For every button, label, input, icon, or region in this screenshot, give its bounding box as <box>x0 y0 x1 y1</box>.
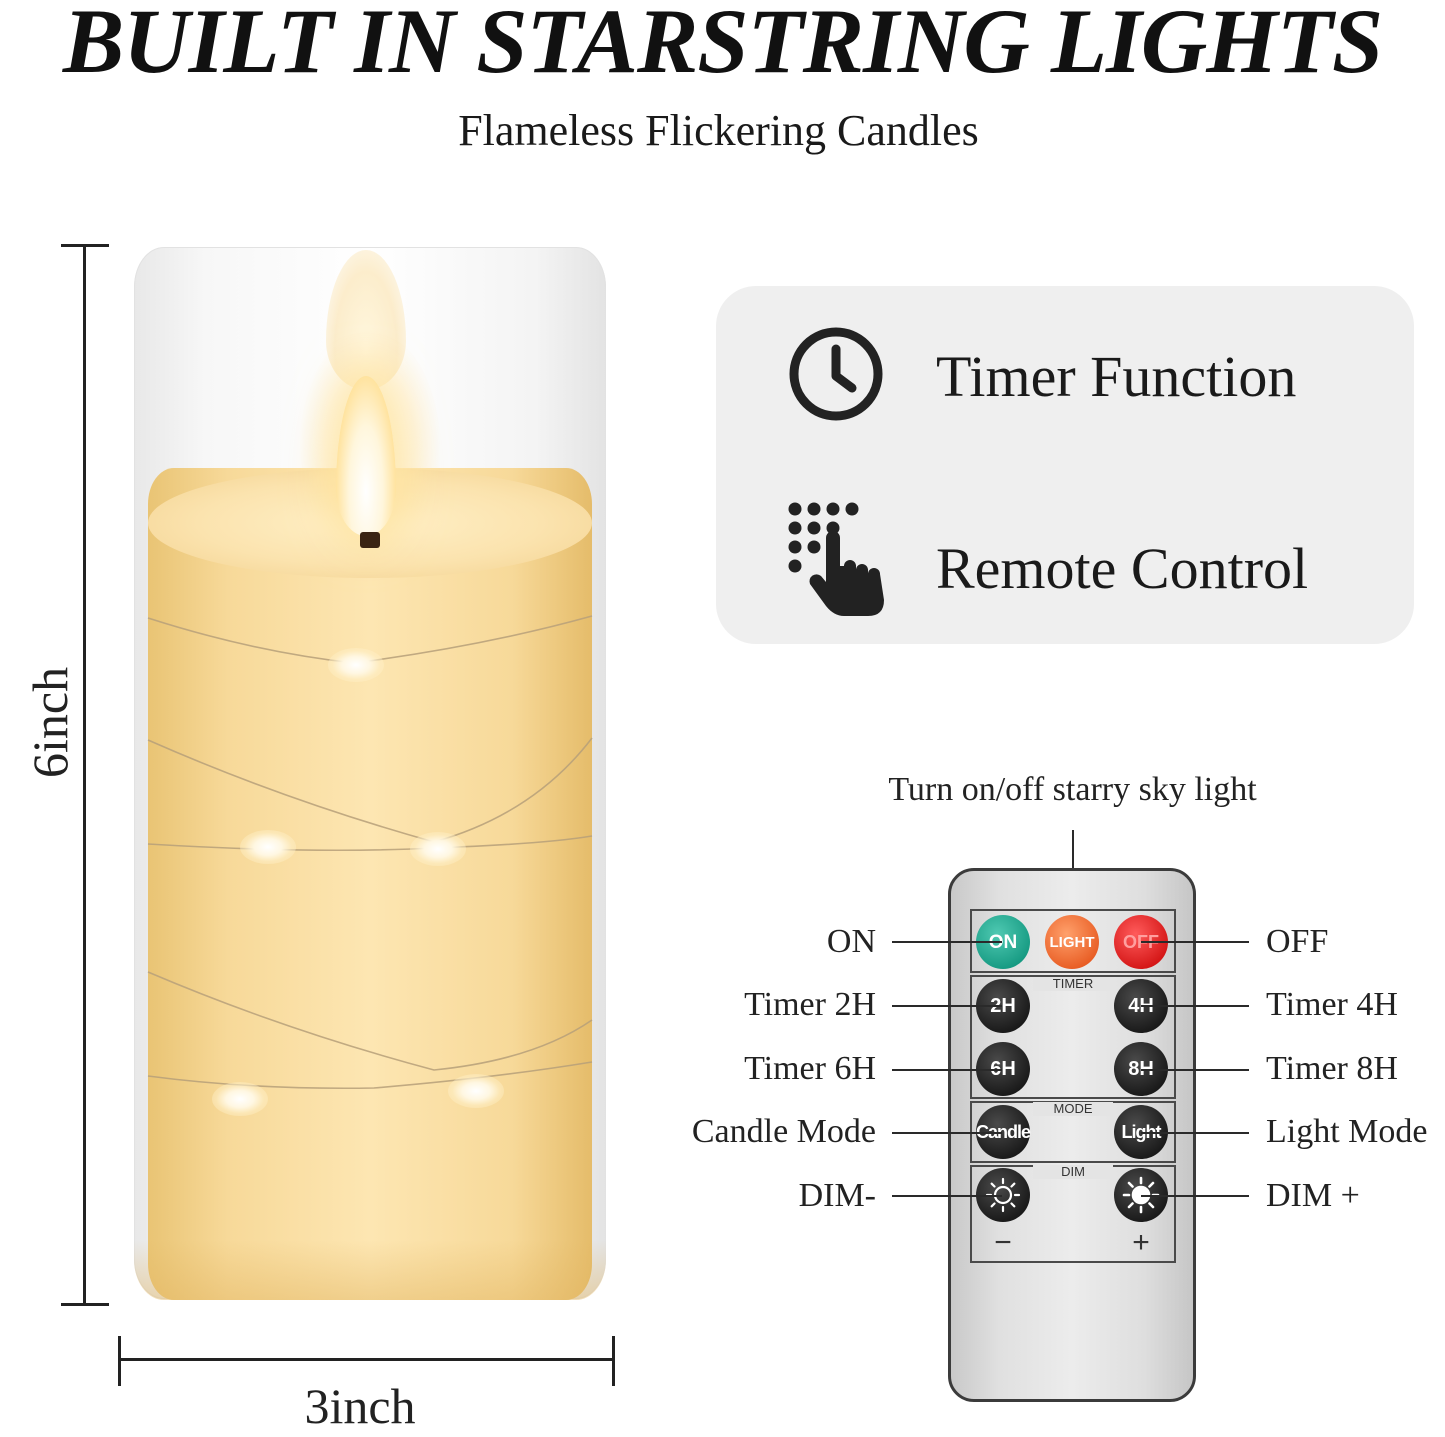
dim-section-label: DIM <box>1033 1165 1113 1179</box>
height-dimension-line <box>83 245 86 1305</box>
feature-remote-label: Remote Control <box>936 536 1309 601</box>
height-dimension-bottom-tick <box>61 1303 109 1306</box>
light-button[interactable]: LIGHT <box>1045 915 1099 969</box>
remote-caption: Turn on/off starry sky light <box>888 771 1257 808</box>
feature-timer-label: Timer Function <box>936 344 1297 409</box>
fairy-light-1 <box>328 648 384 682</box>
page-title: BUILT IN STARSTRING LIGHTS <box>62 0 1383 92</box>
callout-timer-6h-line <box>892 1069 1002 1071</box>
width-dimension-left-tick <box>118 1336 121 1386</box>
timer-2h-button[interactable]: 2H <box>976 979 1030 1033</box>
callout-light-mode-line <box>1141 1132 1249 1134</box>
callout-timer-2h: Timer 2H <box>744 986 876 1023</box>
clock-icon <box>789 327 883 421</box>
callout-timer-8h: Timer 8H <box>1266 1050 1398 1087</box>
candle-wick <box>360 532 380 548</box>
width-dimension-line <box>119 1358 615 1361</box>
width-dimension-right-tick <box>612 1336 615 1386</box>
callout-off-line <box>1141 941 1249 943</box>
callout-timer-4h: Timer 4H <box>1266 986 1398 1023</box>
callout-timer-4h-line <box>1141 1005 1249 1007</box>
candle-mode-button[interactable]: Candle <box>976 1105 1031 1159</box>
fairy-light-5 <box>448 1074 504 1108</box>
callout-dim-minus: DIM- <box>798 1177 876 1214</box>
callout-dim-minus-line <box>892 1195 1002 1197</box>
plus-sign: + <box>1132 1226 1150 1259</box>
candle-base-shade <box>134 1240 606 1300</box>
width-label: 3inch <box>304 1378 416 1434</box>
touch-remote-icon <box>788 502 884 616</box>
candle-wax-body <box>148 468 592 1300</box>
fairy-light-2 <box>240 830 296 864</box>
callout-dim-plus: DIM + <box>1266 1177 1360 1214</box>
callout-off: OFF <box>1266 923 1329 960</box>
remote-timer-section <box>970 975 1176 1099</box>
callout-candle-mode-line <box>892 1132 1002 1134</box>
callout-timer-8h-line <box>1141 1069 1249 1071</box>
callout-light-mode: Light Mode <box>1266 1113 1428 1150</box>
timer-section-label: TIMER <box>1033 977 1113 991</box>
fairy-light-4 <box>212 1082 268 1116</box>
page-subtitle: Flameless Flickering Candles <box>458 106 979 155</box>
height-label: 6inch <box>22 666 78 778</box>
callout-timer-6h: Timer 6H <box>744 1050 876 1087</box>
height-dimension-top-tick <box>61 244 109 247</box>
callout-dim-plus-line <box>1141 1195 1249 1197</box>
callout-timer-2h-line <box>892 1005 1002 1007</box>
callout-on: ON <box>826 923 876 960</box>
callout-on-line <box>892 941 1002 943</box>
mode-section-label: MODE <box>1033 1102 1113 1116</box>
minus-sign: − <box>994 1226 1012 1259</box>
fairy-light-3 <box>410 832 466 866</box>
callout-candle-mode: Candle Mode <box>691 1113 876 1150</box>
